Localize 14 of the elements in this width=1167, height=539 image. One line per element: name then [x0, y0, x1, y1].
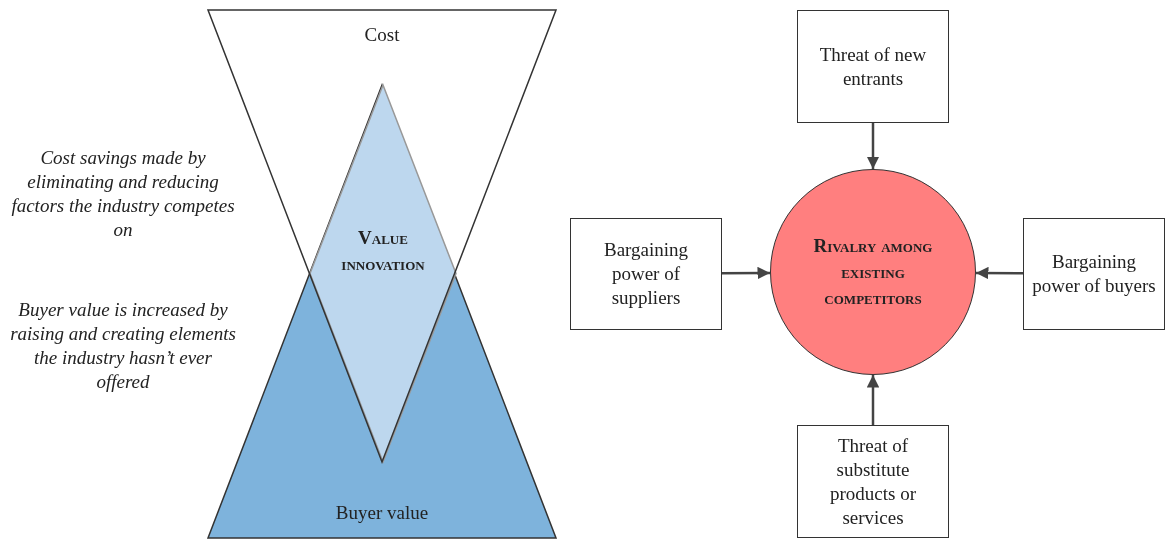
diamond-label: Value innovation: [340, 226, 426, 276]
note-text: Buyer value is increased by raising and creating elements the industry hasn’t ever offered: [10, 298, 236, 394]
triangle-label: Cost: [363, 23, 401, 47]
note-text: Cost savings made by eliminating and reducing factors the industry competes on: [10, 146, 236, 242]
force-box: Bargaining power of suppliers: [570, 218, 722, 330]
arrow: [866, 123, 880, 169]
force-box: Threat of new entrants: [797, 10, 949, 123]
force-box: Bargaining power of buyers: [1023, 218, 1165, 330]
arrow: [722, 266, 770, 280]
rivalry-circle: Rivalry among existing competitors: [770, 169, 976, 375]
triangle-label: Buyer value: [334, 501, 430, 525]
arrow: [976, 266, 1023, 280]
force-box: Threat of substitute products or services: [797, 425, 949, 538]
arrow: [866, 375, 880, 425]
